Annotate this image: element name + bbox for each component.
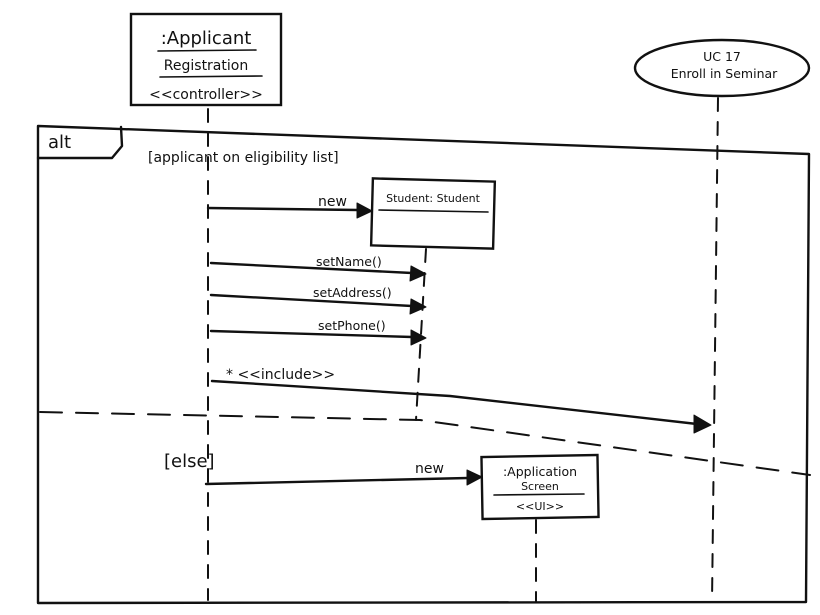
message-set-phone-line: [209, 329, 414, 339]
message-new-screen-arrowhead: [466, 469, 483, 486]
use-case-ellipse: [633, 38, 811, 98]
message-set-address-line: [209, 293, 414, 308]
lifeline-application-screen: :Application Screen <<UI>>: [480, 453, 600, 603]
alt-operand-separator: [39, 411, 811, 476]
message-set-phone: setPhone(): [209, 318, 427, 346]
lifeline-student: Student: Student: [369, 177, 497, 421]
alt-operator-tab: [36, 125, 124, 160]
alt-fragment-frame: [36, 124, 811, 605]
message-new-screen: new: [204, 461, 483, 486]
controller-name: :Applicant: [161, 28, 252, 49]
student-name: Student: Student: [386, 192, 480, 205]
student-box: [369, 177, 497, 250]
lifeline-use-case: UC 17 Enroll in Seminar: [633, 38, 811, 603]
message-include-line: [210, 379, 699, 426]
use-case-line1: UC 17: [703, 49, 741, 64]
controller-stereotype: <<controller>>: [149, 87, 263, 103]
controller-name-line2: Registration: [164, 58, 248, 74]
screen-name-line2: Screen: [521, 480, 559, 493]
message-include-label: * <<include>>: [226, 367, 335, 383]
screen-stereotype: <<UI>>: [516, 500, 564, 513]
alt-operator-label: alt: [48, 132, 71, 153]
screen-name: :Application: [503, 464, 577, 479]
message-new-student-arrowhead: [356, 202, 373, 219]
controller-name-line2-underline: [159, 75, 263, 78]
message-set-address-label: setAddress(): [313, 285, 392, 300]
message-set-name: setName(): [209, 254, 427, 282]
message-set-address-arrowhead: [409, 298, 427, 315]
controller-name-underline: [157, 49, 257, 52]
alt-guard-1: [applicant on eligibility list]: [148, 150, 339, 166]
use-case-line2: Enroll in Seminar: [671, 66, 778, 81]
message-new-student: new: [206, 194, 373, 219]
message-include-arrowhead: [693, 414, 712, 434]
controller-box: [129, 12, 283, 107]
screen-name-underline: [493, 493, 585, 496]
message-set-name-line: [209, 261, 414, 275]
alt-fragment: alt [applicant on eligibility list] [els…: [36, 124, 811, 605]
message-set-phone-arrowhead: [410, 329, 427, 346]
message-new-student-line: [206, 206, 360, 212]
alt-guard-2: [else]: [164, 451, 215, 472]
student-name-underline: [378, 209, 489, 213]
lifeline-applicant-registration: :Applicant Registration <<controller>>: [129, 12, 283, 601]
message-set-address: setAddress(): [209, 285, 427, 315]
message-set-name-arrowhead: [409, 265, 427, 282]
message-new-screen-line: [204, 476, 470, 486]
message-set-name-label: setName(): [316, 254, 382, 269]
screen-box: [480, 453, 600, 521]
message-new-screen-label: new: [415, 461, 444, 477]
message-include: * <<include>>: [210, 367, 712, 434]
student-lifeline: [415, 248, 427, 421]
message-set-phone-label: setPhone(): [318, 318, 386, 333]
use-case-lifeline: [711, 97, 719, 603]
message-new-student-label: new: [318, 194, 347, 210]
